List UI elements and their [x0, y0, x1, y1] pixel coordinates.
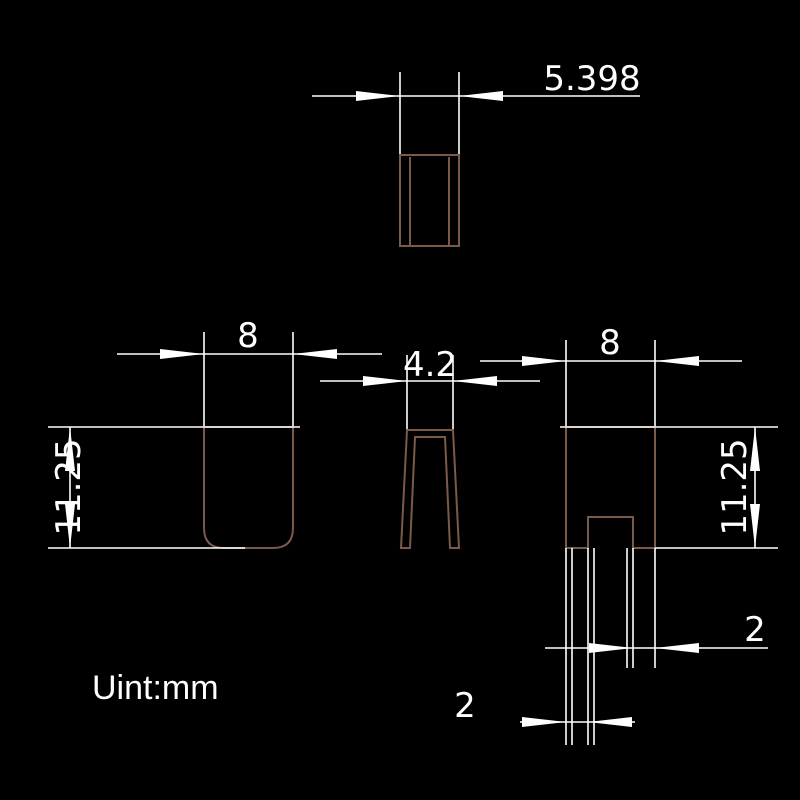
top-part-outline	[399, 154, 460, 247]
unit-label: Uint:mm	[92, 669, 219, 707]
right-arrow-left	[522, 356, 566, 366]
middle-arrow-right	[453, 376, 497, 386]
left-height-label: 11.25	[49, 438, 89, 535]
top-arrow-right	[459, 91, 503, 101]
wall-arrow-left	[589, 643, 633, 653]
right-arrow-right	[655, 356, 699, 366]
left-arrow-right	[293, 349, 337, 359]
top-view: 5.398	[312, 59, 641, 247]
top-arrow-left	[356, 91, 400, 101]
wall-label: 2	[744, 610, 766, 650]
left-part-outline	[203, 426, 294, 549]
right-width-label: 8	[599, 323, 621, 363]
middle-part-outline	[399, 429, 461, 549]
left-view: 8 11.25	[48, 316, 382, 549]
right-height-arrow-bottom	[750, 504, 760, 548]
slot-offset-label: 2	[454, 686, 476, 726]
right-view: 8 11.25 2 2	[454, 323, 778, 745]
right-height-arrow-top	[750, 427, 760, 471]
right-part-outline	[565, 426, 656, 549]
left-width-label: 8	[237, 316, 259, 356]
middle-view: 4.2	[320, 345, 540, 549]
wall-arrow-right	[655, 643, 699, 653]
middle-width-label: 4.2	[403, 345, 457, 385]
left-arrow-left	[160, 349, 204, 359]
slot-offset-arrow-left	[522, 717, 566, 727]
left-height-arrow-bottom	[65, 504, 75, 548]
right-height-label: 11.25	[715, 438, 755, 535]
top-width-label: 5.398	[543, 59, 640, 99]
slot-offset-arrow-right	[588, 717, 632, 727]
middle-arrow-left	[363, 376, 407, 386]
left-height-arrow-top	[65, 427, 75, 471]
